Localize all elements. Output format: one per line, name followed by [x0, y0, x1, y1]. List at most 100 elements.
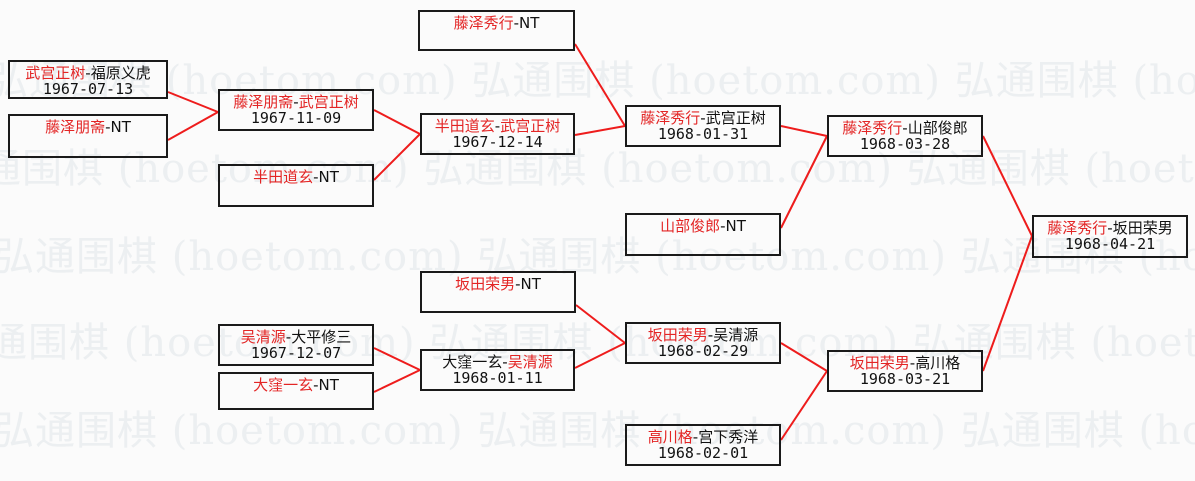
opponent-name: 吴清源: [713, 326, 759, 344]
winner-name: 藤泽朋斋: [45, 118, 106, 136]
name-separator: -: [285, 328, 292, 346]
watermark-text: 弘通围棋 (hoetom.com) 弘通围棋 (hoetom.com) 弘通围棋…: [0, 320, 1195, 366]
match-date: 1968-01-31: [657, 125, 749, 144]
connector-line: [982, 135, 1033, 237]
match-date: 1967-12-07: [250, 344, 342, 363]
watermark-text: 弘通围棋 (hoetom.com) 弘通围棋 (hoetom.com) 弘通围棋…: [0, 234, 1195, 280]
opponent-name: 高川格: [915, 354, 961, 372]
match-date: 1968-02-01: [657, 444, 749, 463]
match-date: 1967-12-14: [452, 133, 543, 152]
winner-name: 坂田荣男: [849, 354, 910, 372]
connector-line: [780, 342, 828, 372]
name-separator: -: [707, 326, 714, 344]
winner-name: 坂田荣男: [647, 326, 708, 344]
name-separator: -: [313, 376, 319, 394]
match-date: 1968-03-21: [859, 370, 951, 389]
opponent-name: 宫下秀洋: [698, 428, 759, 446]
opponent-name: 武宫正树: [298, 93, 359, 111]
name-separator: -: [1107, 219, 1113, 237]
watermark-text: 弘通围棋 (hoetom.com) 弘通围棋 (hoetom.com) 弘通围棋…: [0, 58, 1195, 104]
match-date: 1967-07-13: [42, 80, 134, 99]
connector-line: [373, 133, 421, 181]
name-separator: -: [313, 168, 319, 186]
name-separator: -: [105, 118, 111, 136]
connector-line: [575, 304, 626, 344]
name-separator: -: [85, 64, 91, 82]
winner-name: 大窪一玄: [442, 353, 503, 371]
connector-line: [373, 369, 421, 393]
winner-name: 藤泽秀行: [640, 109, 701, 127]
connector-line: [982, 235, 1033, 372]
match-players: 藤泽秀行-坂田荣男: [1034, 220, 1186, 236]
connector-line: [167, 91, 219, 113]
opponent-name: 山部俊郎: [907, 119, 968, 137]
winner-name: 吴清源: [240, 328, 286, 346]
winner-name: 半田道玄: [253, 168, 314, 186]
winner-name: 山部俊郎: [660, 217, 721, 235]
match-players: 藤泽朋斋-武宫正树: [220, 94, 372, 110]
connector-line: [574, 125, 626, 136]
opponent-name: NT: [318, 168, 339, 186]
winner-name: 半田道玄: [434, 117, 495, 135]
name-separator: -: [909, 354, 916, 372]
match-node[interactable]: 藤泽朋斋-NT: [8, 114, 168, 158]
match-players: 藤泽朋斋-NT: [10, 119, 166, 135]
opponent-name: NT: [318, 376, 339, 394]
match-node[interactable]: 半田道玄-NT: [218, 164, 374, 207]
opponent-name: 吴清源: [507, 353, 553, 371]
match-players: 大窪一玄-NT: [220, 377, 372, 393]
opponent-name: 福原义虎: [90, 64, 151, 82]
connector-line: [574, 342, 626, 369]
match-date: 1968-03-28: [859, 135, 951, 154]
winner-name: 武宫正树: [25, 64, 86, 82]
name-separator: -: [720, 217, 726, 235]
match-date: 1968-02-29: [657, 342, 749, 361]
connector-line: [167, 111, 219, 141]
match-node[interactable]: 藤泽秀行-NT: [418, 10, 575, 51]
winner-name: 藤泽秀行: [842, 119, 903, 137]
match-players: 半田道玄-NT: [220, 169, 372, 185]
opponent-name: NT: [110, 118, 131, 136]
connector-line: [780, 135, 828, 229]
winner-name: 高川格: [647, 428, 693, 446]
match-node[interactable]: 山部俊郎-NT: [625, 213, 781, 256]
name-separator: -: [515, 275, 521, 293]
opponent-name: NT: [519, 14, 540, 32]
opponent-name: NT: [725, 217, 746, 235]
match-players: 坂田荣男-吴清源: [627, 327, 779, 343]
name-separator: -: [293, 93, 299, 111]
connector-line: [780, 125, 828, 137]
opponent-name: 坂田荣男: [1112, 219, 1173, 237]
name-separator: -: [502, 353, 508, 371]
match-players: 高川格-宫下秀洋: [627, 429, 779, 445]
winner-name: 坂田荣男: [455, 275, 516, 293]
connector-line: [780, 370, 828, 441]
connector-line: [373, 347, 421, 371]
match-players: 藤泽秀行-武宫正树: [627, 110, 779, 126]
match-players: 吴清源-大平修三: [220, 329, 372, 345]
match-date: 1968-01-11: [452, 369, 543, 388]
match-node[interactable]: 大窪一玄-NT: [218, 372, 374, 410]
connector-line: [373, 109, 421, 135]
winner-name: 藤泽秀行: [1047, 219, 1108, 237]
match-players: 藤泽秀行-山部俊郎: [829, 120, 981, 136]
match-players: 坂田荣男-高川格: [829, 355, 981, 371]
name-separator: -: [700, 109, 706, 127]
connector-line: [574, 43, 626, 127]
match-date: 1967-11-09: [250, 109, 342, 128]
winner-name: 藤泽秀行: [453, 14, 514, 32]
match-node[interactable]: 坂田荣男-NT: [420, 271, 576, 313]
